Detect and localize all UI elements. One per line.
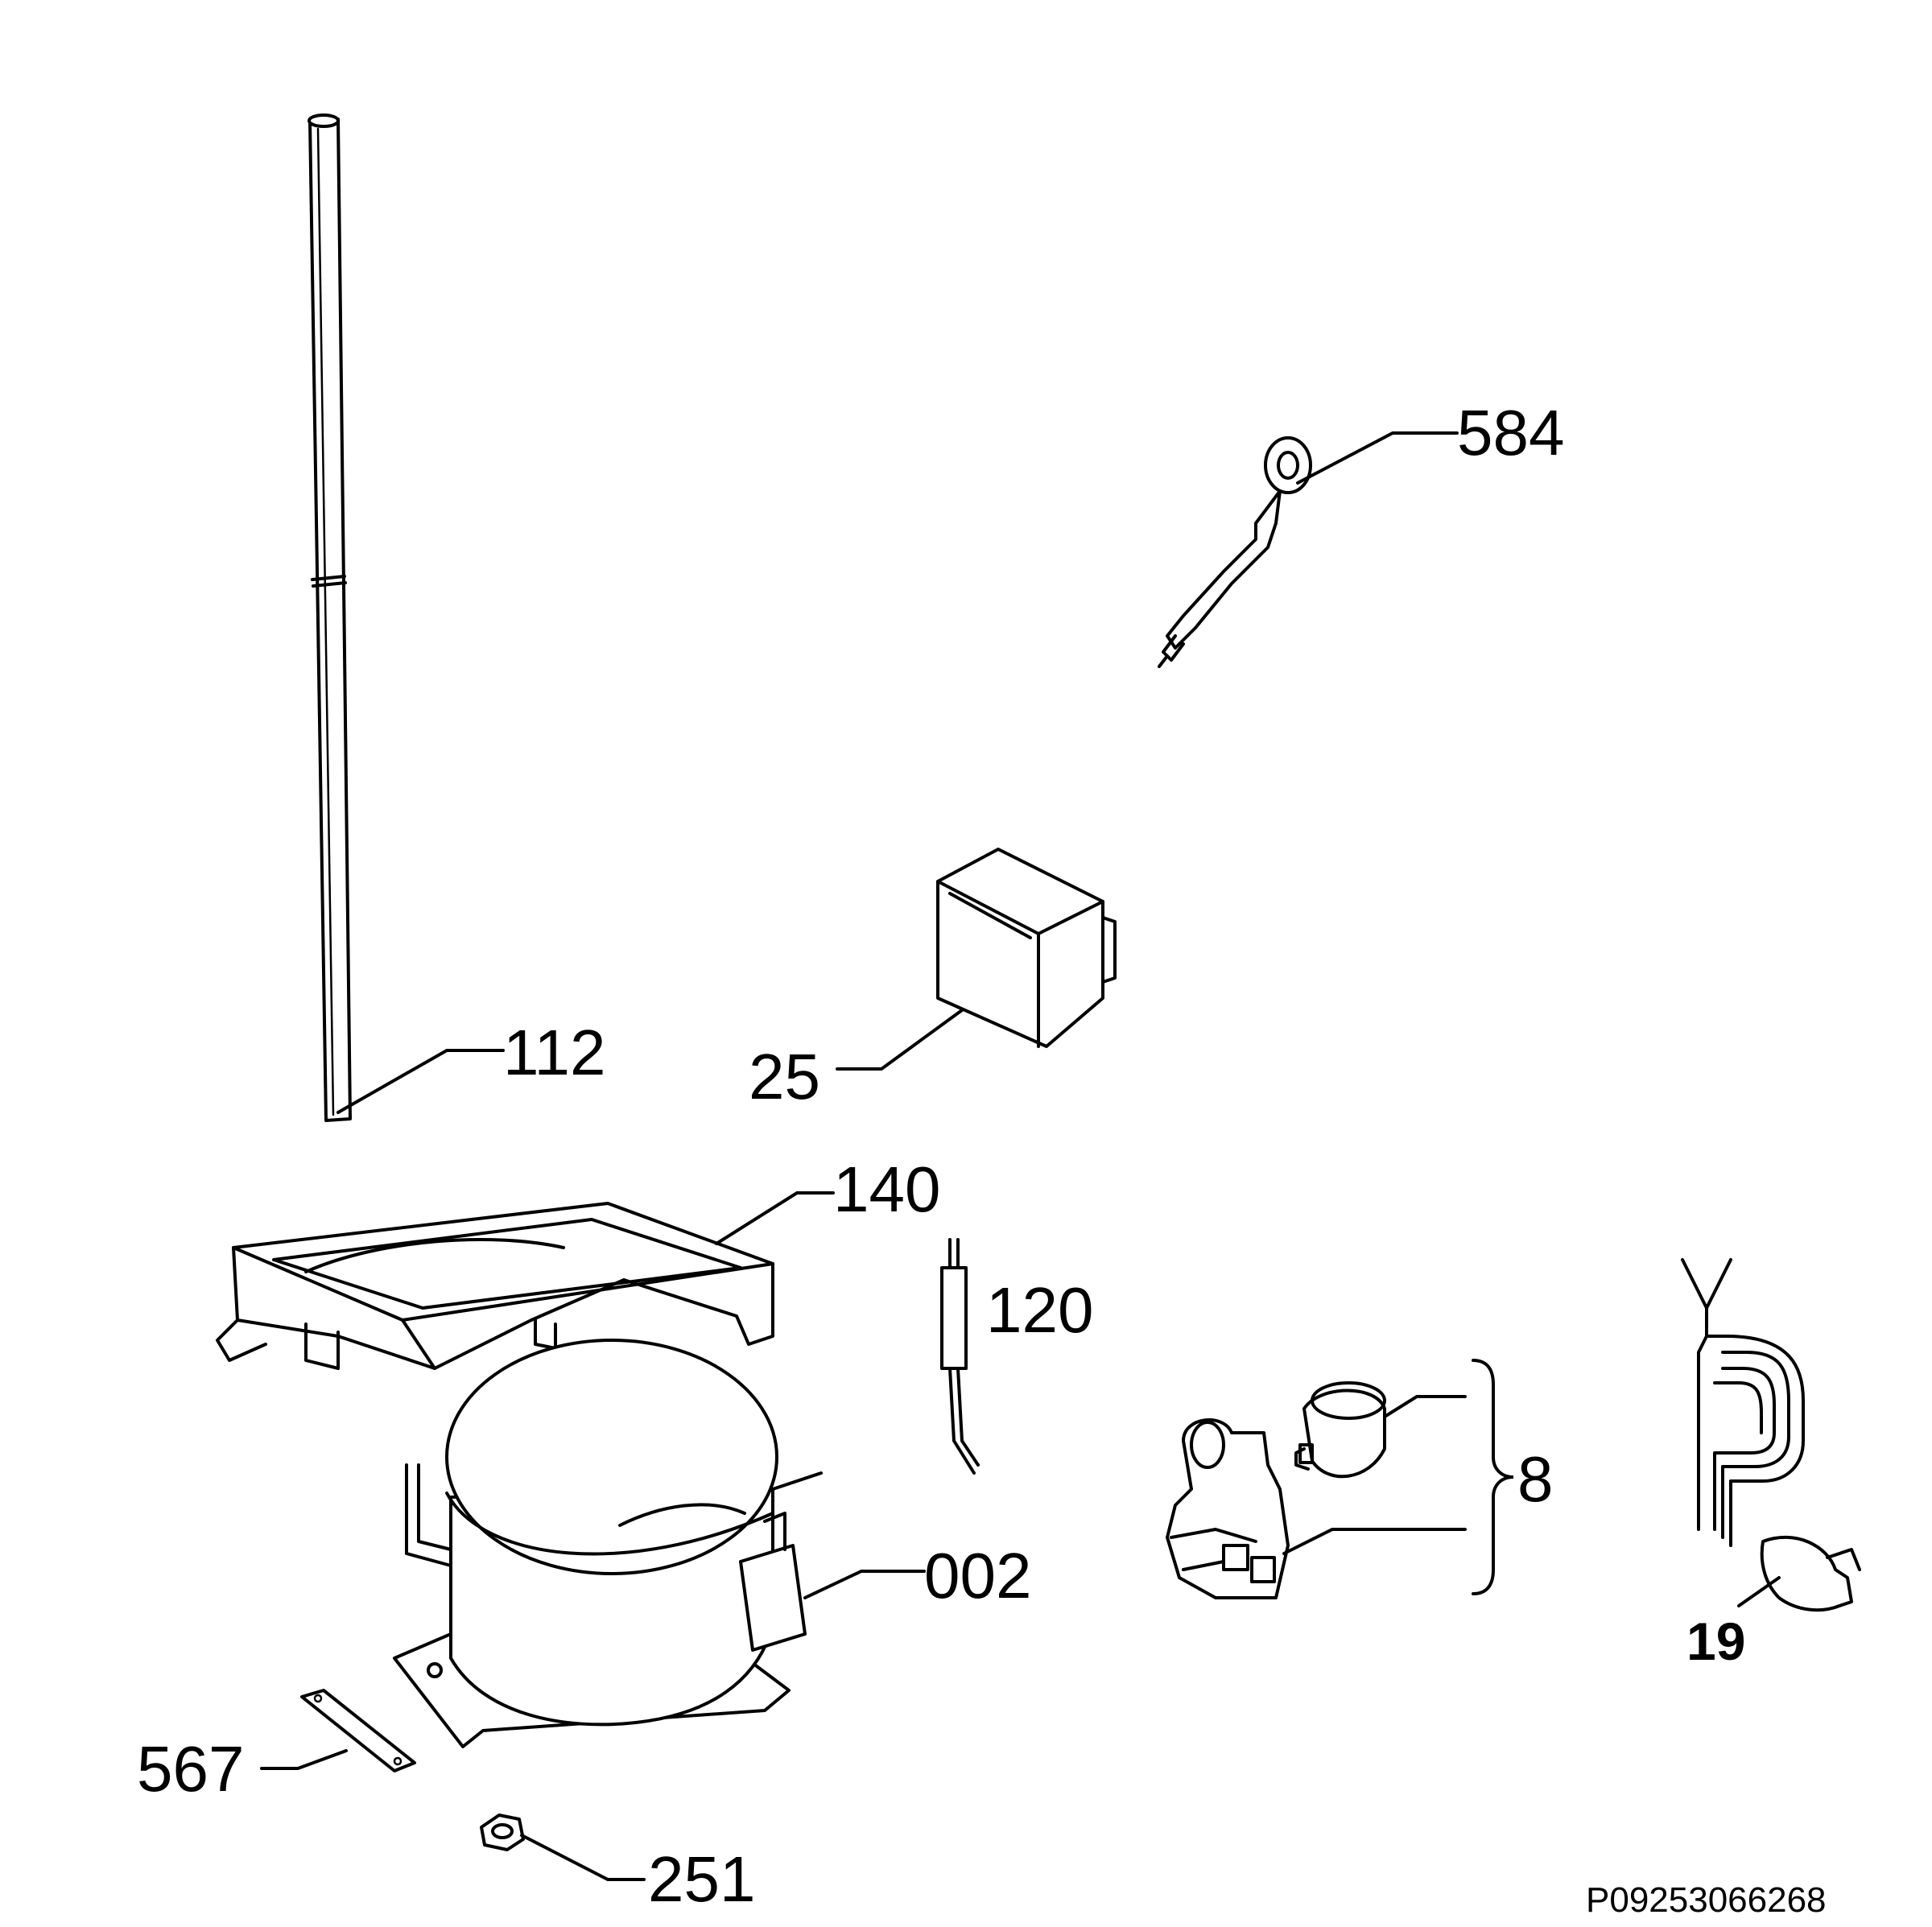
part-567-plate — [300, 1689, 416, 1772]
leader-140 — [715, 1191, 835, 1245]
label-584: 584 — [1457, 397, 1564, 468]
drawing-code: P09253066268 — [1586, 1880, 1827, 1920]
leader-8-top — [1383, 1395, 1467, 1418]
part-140-frame — [216, 1202, 774, 1370]
leader-251 — [520, 1834, 646, 1881]
leader-25 — [836, 1009, 964, 1071]
part-19-heater — [1681, 1258, 1861, 1612]
part-112-pipe — [308, 113, 352, 1122]
part-8-brace — [1472, 1359, 1514, 1595]
leader-112 — [336, 1049, 505, 1114]
label-120: 120 — [986, 1274, 1093, 1346]
leader-567 — [260, 1749, 348, 1770]
leader-584 — [1296, 431, 1459, 485]
part-120-drier — [940, 1238, 980, 1475]
part-002-compressor — [393, 1339, 823, 1748]
part-251-nut — [480, 1814, 525, 1851]
label-112: 112 — [503, 1017, 606, 1088]
part-25-box — [936, 848, 1117, 1048]
part-8-relay-assembly — [1166, 1381, 1386, 1599]
leader-8-bottom — [1282, 1528, 1467, 1555]
label-8: 8 — [1517, 1443, 1554, 1515]
leader-19 — [1737, 1576, 1781, 1607]
label-19: 19 — [1686, 1611, 1745, 1671]
part-584-sensor — [1158, 436, 1312, 668]
label-002: 002 — [924, 1540, 1031, 1611]
leader-lines — [260, 431, 1781, 1881]
label-251: 251 — [648, 1843, 755, 1915]
label-25: 25 — [749, 1041, 820, 1112]
leader-002 — [803, 1570, 926, 1599]
label-567: 567 — [137, 1733, 244, 1805]
label-140: 140 — [833, 1153, 940, 1225]
